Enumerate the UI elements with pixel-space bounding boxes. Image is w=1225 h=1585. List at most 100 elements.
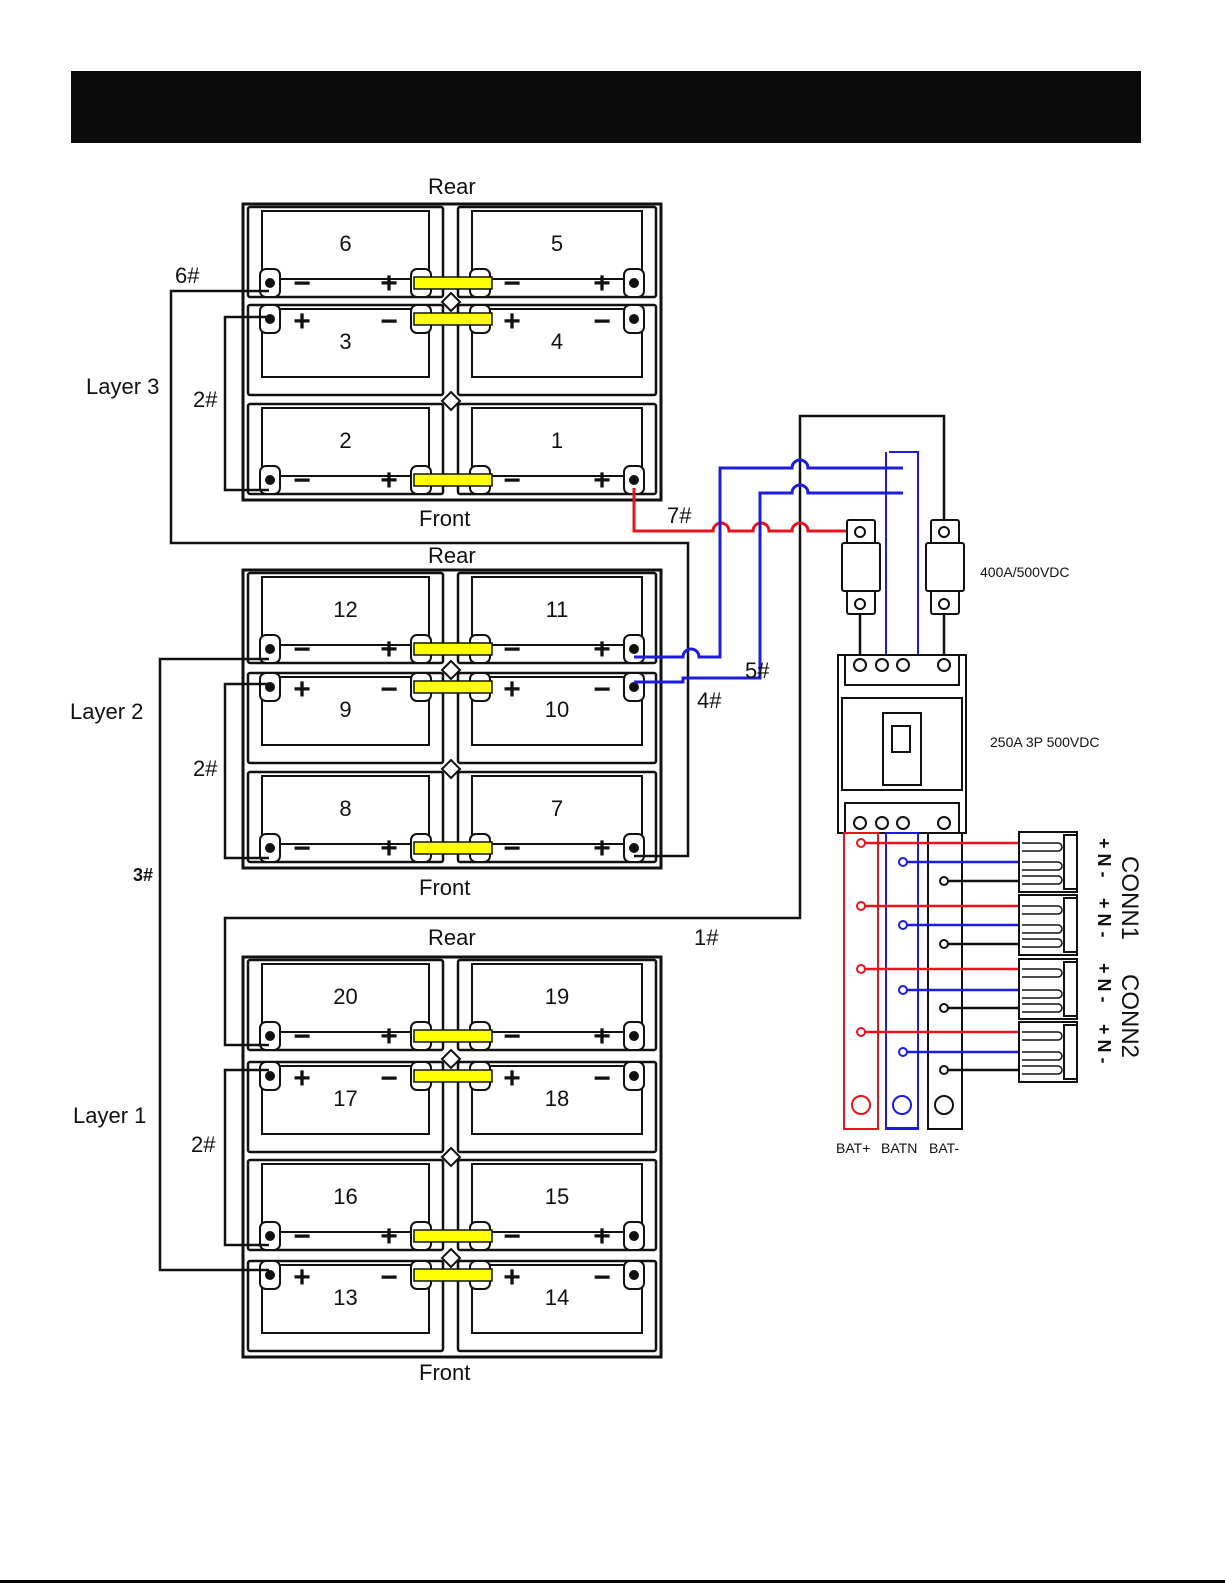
series-link [414,1269,492,1281]
polarity-sign: + [380,267,398,300]
polarity-sign: − [593,1062,611,1095]
polarity-sign: + [380,633,398,666]
polarity-sign: + [293,1261,311,1294]
terminal-bolt [629,278,639,288]
polarity-sign: + [293,305,311,338]
cable-2-label-layer3: 2# [193,387,218,412]
layer2-rear-label: Rear [428,543,476,568]
polarity-sign: + [503,1261,521,1294]
battery-number: 8 [339,796,351,821]
conn1-label: CONN1 [1116,856,1143,940]
polarity-sign: − [503,1220,521,1253]
battery-number: 14 [545,1285,569,1310]
battery-number: 13 [333,1285,357,1310]
series-link [414,1230,492,1242]
polarity-sign: + [503,1062,521,1095]
bottom-rule [0,1580,1225,1583]
polarity-sign: − [380,305,398,338]
series-link [414,1030,492,1042]
terminal-bolt [629,475,639,485]
polarity-sign: + [380,1220,398,1253]
battery-layers: 6−+5−+3+−4+−2−+1−+12−+11−+9+−10+−8−+7−+2… [243,204,661,1357]
layer1-rear-label: Rear [428,925,476,950]
terminal-bolt [265,1071,275,1081]
terminal-bolt [265,314,275,324]
battery-number: 19 [545,984,569,1009]
layer3-rear-label: Rear [428,174,476,199]
breaker-rating: 250A 3P 500VDC [990,734,1100,750]
battery-number: 5 [551,231,563,256]
terminal-bolt [265,1270,275,1280]
terminal-bolt [265,644,275,654]
circuit-breaker [838,655,966,833]
polarity-sign: + [380,1020,398,1053]
polarity-sign: − [293,1020,311,1053]
cable-7-label: 7# [667,503,692,528]
polarity-sign: − [293,267,311,300]
polarity-sign: + [593,633,611,666]
fuse-left [842,520,880,614]
busbar-pos-label: BAT+ [836,1140,870,1156]
conn2-pins-a: + N - [1094,963,1114,1003]
battery-number: 4 [551,329,563,354]
battery-number: 2 [339,428,351,453]
bus-points [857,839,948,1074]
polarity-sign: − [380,673,398,706]
terminal-bolt [629,644,639,654]
polarity-sign: + [593,832,611,865]
conn2-label: CONN2 [1116,974,1143,1058]
layer-2-batteries: 12−+11−+9+−10+−8−+7−+ [243,570,661,868]
series-link [414,1070,492,1082]
terminal-bolt [265,1231,275,1241]
terminal-bolt [629,1031,639,1041]
fuse-right [926,520,964,614]
polarity-sign: + [380,464,398,497]
polarity-sign: + [293,673,311,706]
terminal-bolt [629,843,639,853]
polarity-sign: − [293,633,311,666]
conn1-pins-b: + N - [1094,898,1114,938]
series-link [414,681,492,693]
terminal-bolt [629,1270,639,1280]
battery-number: 3 [339,329,351,354]
battery-number: 1 [551,428,563,453]
polarity-sign: − [380,1261,398,1294]
battery-number: 9 [339,697,351,722]
cable-6-label: 6# [175,263,200,288]
polarity-sign: + [503,305,521,338]
polarity-sign: − [593,305,611,338]
polarity-sign: + [293,1062,311,1095]
polarity-sign: − [503,633,521,666]
polarity-sign: − [380,1062,398,1095]
polarity-sign: − [593,1261,611,1294]
battery-number: 10 [545,697,569,722]
layer-1-batteries: 20−+19−+17+−18+−16−+15−+13+−14+− [243,957,661,1357]
busbar-neu [886,833,918,1129]
battery-number: 12 [333,597,357,622]
polarity-sign: − [503,464,521,497]
battery-number: 17 [333,1086,357,1111]
series-link [414,474,492,486]
series-link [414,643,492,655]
terminal-bolt [265,278,275,288]
series-link [414,277,492,289]
battery-number: 6 [339,231,351,256]
terminal-bolt [629,1071,639,1081]
layer2-label: Layer 2 [70,699,143,724]
polarity-sign: + [593,464,611,497]
terminal-bolt [629,314,639,324]
series-link [414,313,492,325]
layer-3-batteries: 6−+5−+3+−4+−2−+1−+ [243,204,661,500]
terminal-bolt [265,1031,275,1041]
cable-4-label: 4# [697,688,722,713]
conn2-pins-b: + N - [1094,1024,1114,1064]
polarity-sign: − [503,267,521,300]
series-link [414,842,492,854]
terminal-bolt [265,475,275,485]
terminal-bolt [265,843,275,853]
layer2-front-label: Front [419,875,470,900]
conn1-pins-a: + N - [1094,838,1114,878]
layer1-front-label: Front [419,1360,470,1385]
layer3-front-label: Front [419,506,470,531]
